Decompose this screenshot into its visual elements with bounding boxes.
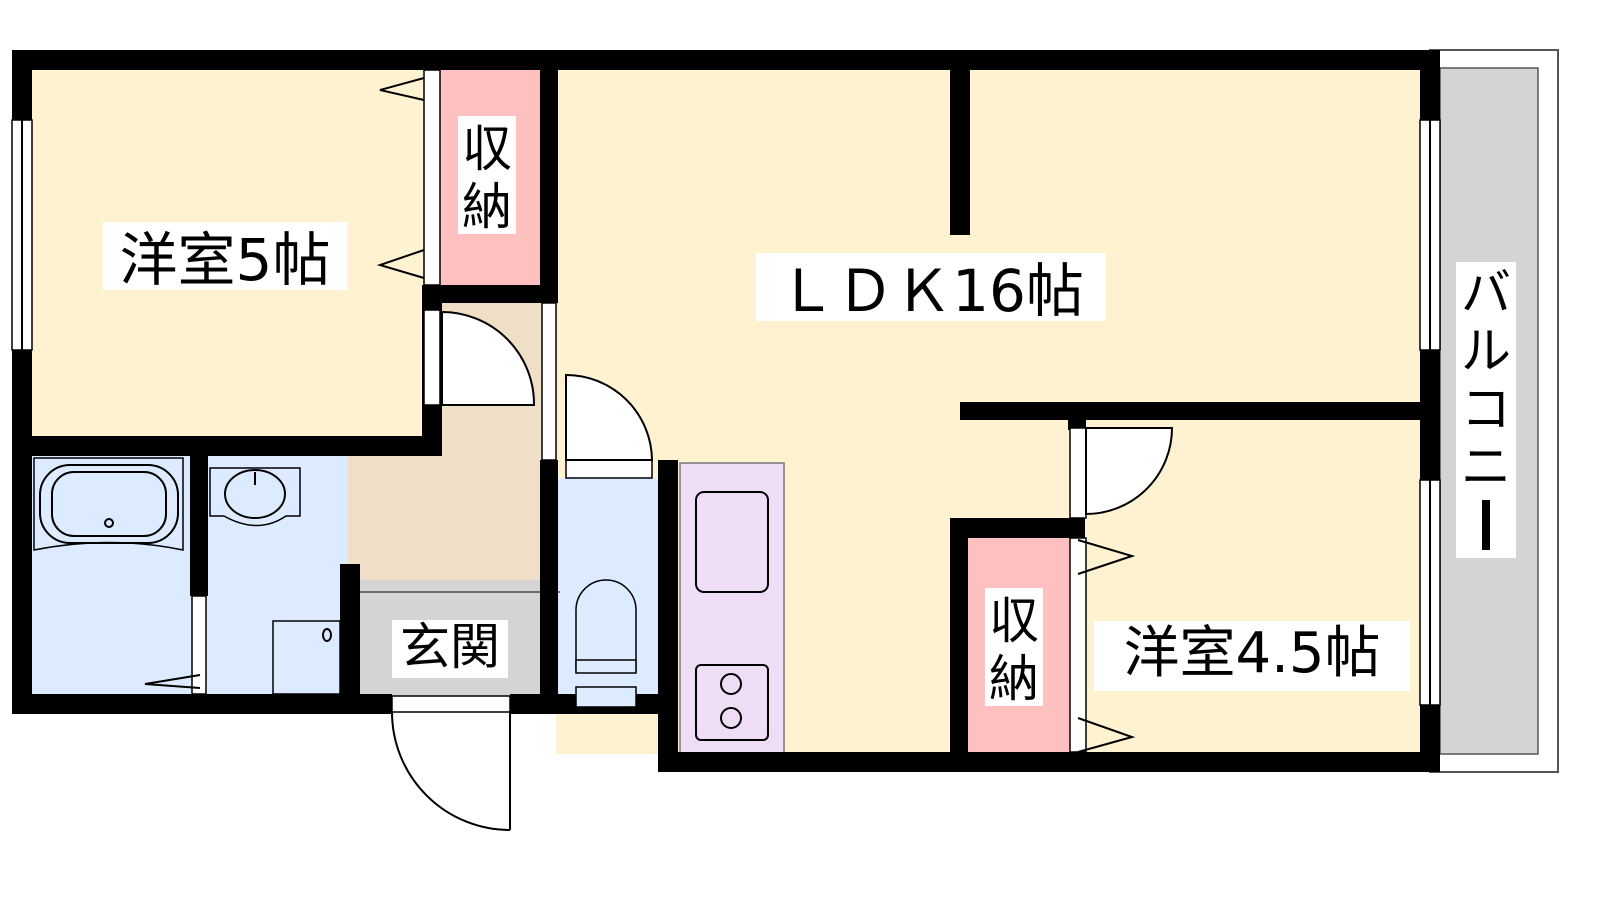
doors	[144, 69, 1174, 831]
svg-text:ル: ル	[1461, 322, 1511, 380]
svg-text:コ: コ	[1461, 380, 1511, 438]
svg-text:収: 収	[462, 120, 512, 178]
windows	[11, 119, 1441, 706]
label-storage-2: 収 納	[985, 588, 1043, 708]
balcony	[1429, 49, 1559, 773]
toilet-icon	[575, 579, 637, 708]
svg-text:収: 収	[989, 592, 1039, 650]
svg-text:納: 納	[462, 178, 512, 236]
svg-text:玄関: 玄関	[400, 618, 500, 676]
label-entrance: 玄関	[392, 618, 508, 678]
svg-text:ニ: ニ	[1461, 438, 1511, 496]
label-western-room-5: 洋室5帖	[103, 222, 347, 294]
hallway-lower	[346, 454, 542, 582]
label-storage-1: 収 納	[458, 116, 516, 236]
svg-text:納: 納	[989, 650, 1039, 708]
label-balcony: バ ル コ ニ	[1456, 262, 1516, 558]
kitchen-sink-icon	[695, 491, 769, 593]
label-ldk: ＬＤＫ16帖	[756, 253, 1106, 325]
stove-icon	[695, 664, 769, 741]
balcony-long-mark	[1482, 500, 1490, 550]
svg-text:バ: バ	[1461, 264, 1511, 322]
svg-text:ＬＤＫ16帖: ＬＤＫ16帖	[778, 257, 1084, 325]
svg-text:洋室4.5帖: 洋室4.5帖	[1123, 621, 1380, 686]
bathtub-icon	[33, 457, 184, 551]
sink-icon	[209, 467, 301, 527]
label-western-room-4-5: 洋室4.5帖	[1094, 621, 1410, 691]
washing-machine-icon	[272, 620, 341, 695]
kitchen-counter	[679, 462, 785, 754]
svg-text:洋室5帖: 洋室5帖	[120, 226, 331, 294]
